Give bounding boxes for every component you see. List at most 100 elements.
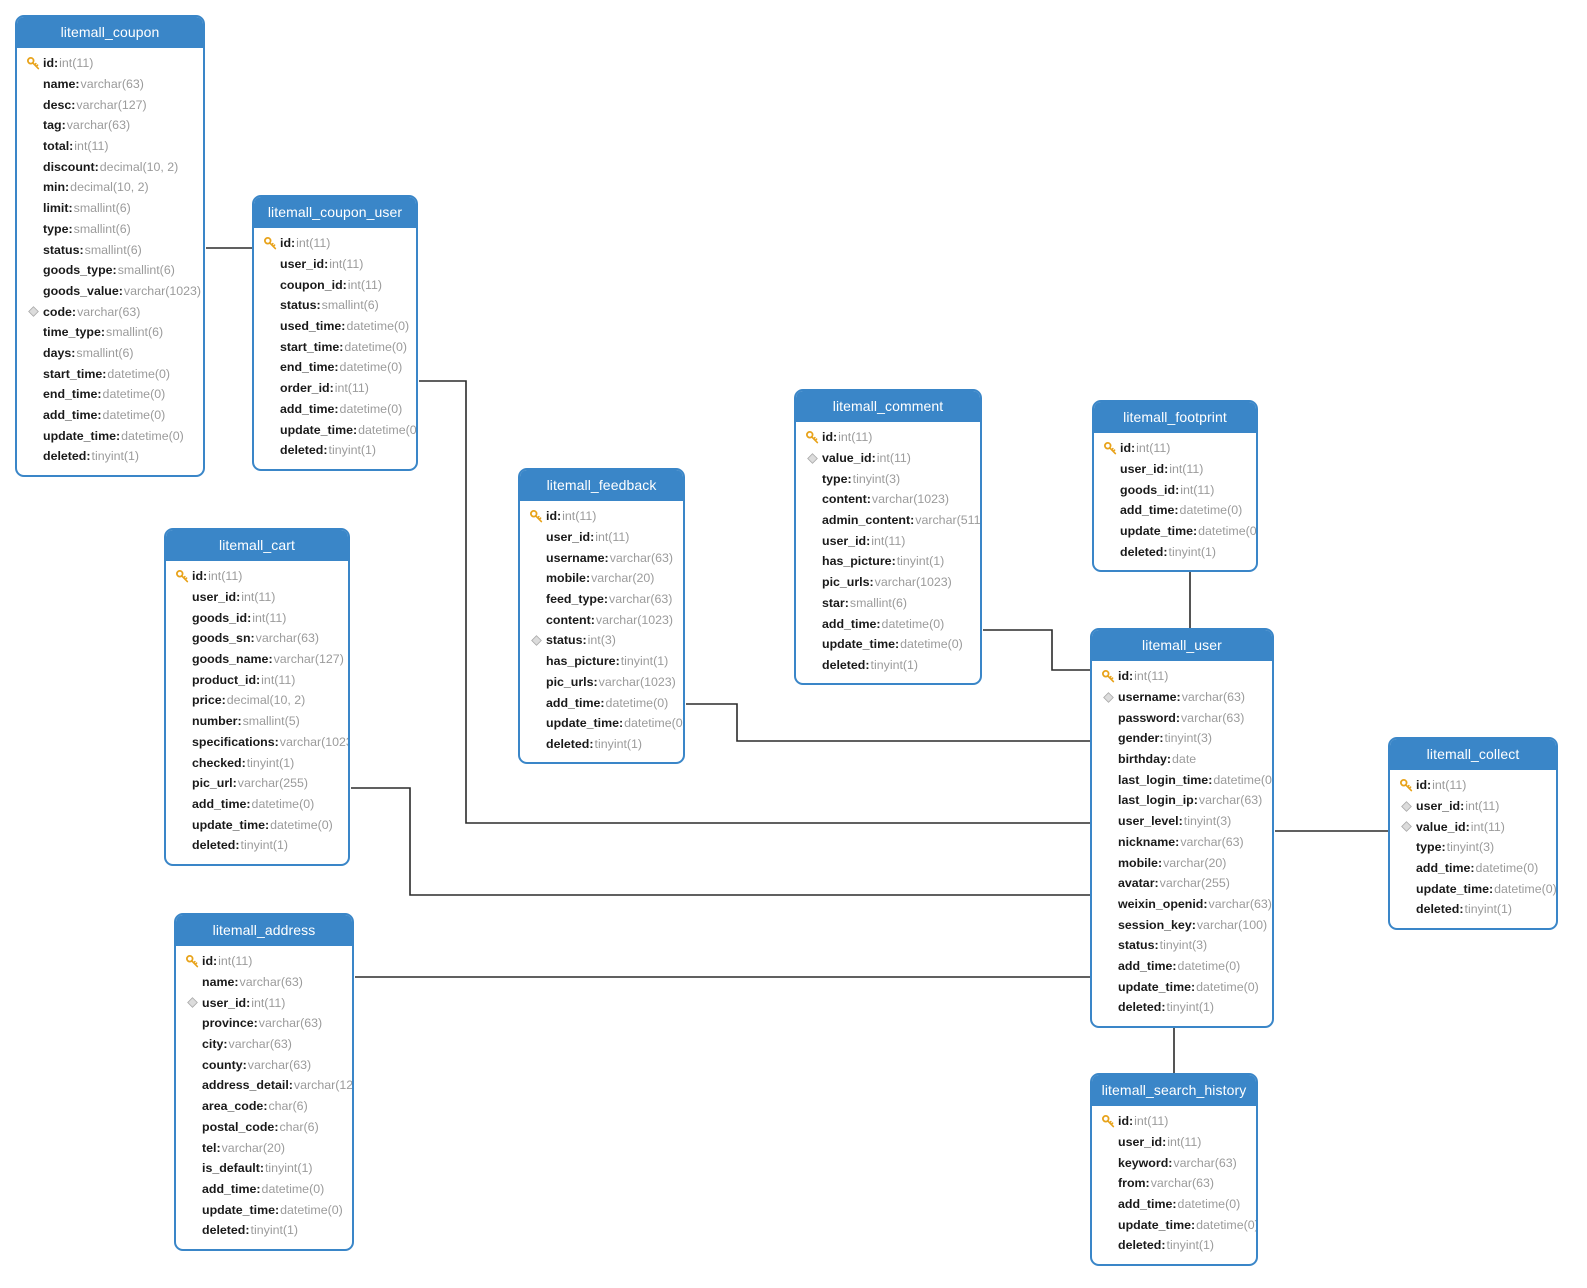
column-row[interactable]: add_time:datetime(0) <box>172 794 340 815</box>
column-row[interactable]: name:varchar(63) <box>182 972 344 993</box>
column-row[interactable]: admin_content:varchar(511) <box>802 510 980 531</box>
column-row[interactable]: weixin_openid:varchar(63) <box>1098 894 1272 915</box>
column-row[interactable]: price:decimal(10, 2) <box>172 690 340 711</box>
column-row[interactable]: id:int(11) <box>1098 1111 1248 1132</box>
column-row[interactable]: end_time:datetime(0) <box>260 357 408 378</box>
column-row[interactable]: update_time:datetime(0) <box>1098 976 1264 997</box>
column-row[interactable]: coupon_id:int(11) <box>260 274 408 295</box>
column-row[interactable]: password:varchar(63) <box>1098 707 1264 728</box>
column-row[interactable]: goods_type:smallint(6) <box>23 260 195 281</box>
column-row[interactable]: time_type:smallint(6) <box>23 322 195 343</box>
column-row[interactable]: deleted:tinyint(1) <box>23 446 195 467</box>
column-row[interactable]: update_time:datetime(0) <box>802 634 972 655</box>
column-row[interactable]: avatar:varchar(255) <box>1098 873 1264 894</box>
column-row[interactable]: days:smallint(6) <box>23 343 195 364</box>
column-row[interactable]: pic_url:varchar(255) <box>172 773 340 794</box>
column-row[interactable]: pic_urls:varchar(1023) <box>526 672 676 693</box>
column-row[interactable]: update_time:datetime(0) <box>526 713 683 734</box>
column-row[interactable]: code:varchar(63) <box>23 301 195 322</box>
column-row[interactable]: deleted:tinyint(1) <box>802 655 972 676</box>
column-row[interactable]: name:varchar(63) <box>23 74 195 95</box>
column-row[interactable]: nickname:varchar(63) <box>1098 832 1264 853</box>
column-row[interactable]: end_time:datetime(0) <box>23 384 195 405</box>
column-row[interactable]: birthday:date <box>1098 749 1264 770</box>
column-row[interactable]: has_picture:tinyint(1) <box>802 551 972 572</box>
column-row[interactable]: type:tinyint(3) <box>802 468 972 489</box>
column-row[interactable]: total:int(11) <box>23 136 195 157</box>
column-row[interactable]: id:int(11) <box>802 427 972 448</box>
column-row[interactable]: user_id:int(11) <box>1396 796 1548 817</box>
column-row[interactable]: id:int(11) <box>260 233 408 254</box>
column-row[interactable]: deleted:tinyint(1) <box>260 440 408 461</box>
column-row[interactable]: postal_code:char(6) <box>182 1117 344 1138</box>
column-row[interactable]: number:smallint(5) <box>172 711 340 732</box>
column-row[interactable]: status:int(3) <box>526 630 675 651</box>
column-row[interactable]: is_default:tinyint(1) <box>182 1158 344 1179</box>
column-row[interactable]: start_time:datetime(0) <box>23 363 195 384</box>
column-row[interactable]: content:varchar(1023) <box>802 489 972 510</box>
column-row[interactable]: area_code:char(6) <box>182 1096 344 1117</box>
column-row[interactable]: add_time:datetime(0) <box>1098 956 1264 977</box>
column-row[interactable]: update_time:datetime(0) <box>1100 521 1256 542</box>
column-row[interactable]: city:varchar(63) <box>182 1034 344 1055</box>
column-row[interactable]: county:varchar(63) <box>182 1054 344 1075</box>
column-row[interactable]: deleted:tinyint(1) <box>1396 899 1548 920</box>
column-row[interactable]: user_id:int(11) <box>182 992 344 1013</box>
column-row[interactable]: start_time:datetime(0) <box>260 336 408 357</box>
column-row[interactable]: order_id:int(11) <box>260 378 408 399</box>
column-row[interactable]: goods_name:varchar(127) <box>172 649 344 670</box>
column-row[interactable]: used_time:datetime(0) <box>260 316 409 337</box>
column-row[interactable]: id:int(11) <box>172 566 340 587</box>
column-row[interactable]: value_id:int(11) <box>1396 816 1548 837</box>
column-row[interactable]: id:int(11) <box>1100 438 1248 459</box>
column-row[interactable]: keyword:varchar(63) <box>1098 1152 1248 1173</box>
column-row[interactable]: product_id:int(11) <box>172 669 340 690</box>
column-row[interactable]: username:varchar(63) <box>526 547 675 568</box>
column-row[interactable]: checked:tinyint(1) <box>172 752 340 773</box>
column-row[interactable]: add_time:datetime(0) <box>260 399 408 420</box>
column-row[interactable]: add_time:datetime(0) <box>23 405 195 426</box>
column-row[interactable]: deleted:tinyint(1) <box>1098 997 1264 1018</box>
column-row[interactable]: update_time:datetime(0) <box>260 419 416 440</box>
column-row[interactable]: user_id:int(11) <box>802 530 972 551</box>
column-row[interactable]: id:int(11) <box>526 506 675 527</box>
column-row[interactable]: star:smallint(6) <box>802 593 972 614</box>
column-row[interactable]: id:int(11) <box>1098 666 1264 687</box>
column-row[interactable]: session_key:varchar(100) <box>1098 914 1267 935</box>
column-row[interactable]: tel:varchar(20) <box>182 1137 344 1158</box>
column-row[interactable]: content:varchar(1023) <box>526 609 675 630</box>
column-row[interactable]: from:varchar(63) <box>1098 1173 1248 1194</box>
column-row[interactable]: user_id:int(11) <box>526 527 675 548</box>
column-row[interactable]: user_id:int(11) <box>1100 459 1248 480</box>
column-row[interactable]: gender:tinyint(3) <box>1098 728 1264 749</box>
column-row[interactable]: id:int(11) <box>23 53 195 74</box>
column-row[interactable]: min:decimal(10, 2) <box>23 177 195 198</box>
column-row[interactable]: goods_value:varchar(1023) <box>23 281 201 302</box>
column-row[interactable]: update_time:datetime(0) <box>182 1199 344 1220</box>
column-row[interactable]: username:varchar(63) <box>1098 687 1264 708</box>
column-row[interactable]: discount:decimal(10, 2) <box>23 156 195 177</box>
column-row[interactable]: mobile:varchar(20) <box>1098 852 1264 873</box>
column-row[interactable]: add_time:datetime(0) <box>1098 1194 1248 1215</box>
column-row[interactable]: has_picture:tinyint(1) <box>526 651 675 672</box>
column-row[interactable]: value_id:int(11) <box>802 448 972 469</box>
column-row[interactable]: deleted:tinyint(1) <box>526 734 675 755</box>
column-row[interactable]: add_time:datetime(0) <box>182 1179 344 1200</box>
column-row[interactable]: specifications:varchar(1023) <box>172 732 348 753</box>
column-row[interactable]: desc:varchar(127) <box>23 94 195 115</box>
column-row[interactable]: update_time:datetime(0) <box>172 814 340 835</box>
column-row[interactable]: id:int(11) <box>1396 775 1548 796</box>
column-row[interactable]: deleted:tinyint(1) <box>182 1220 344 1241</box>
column-row[interactable]: status:smallint(6) <box>23 239 195 260</box>
column-row[interactable]: goods_id:int(11) <box>172 607 340 628</box>
column-row[interactable]: type:smallint(6) <box>23 219 195 240</box>
column-row[interactable]: deleted:tinyint(1) <box>1100 541 1248 562</box>
column-row[interactable]: pic_urls:varchar(1023) <box>802 572 972 593</box>
